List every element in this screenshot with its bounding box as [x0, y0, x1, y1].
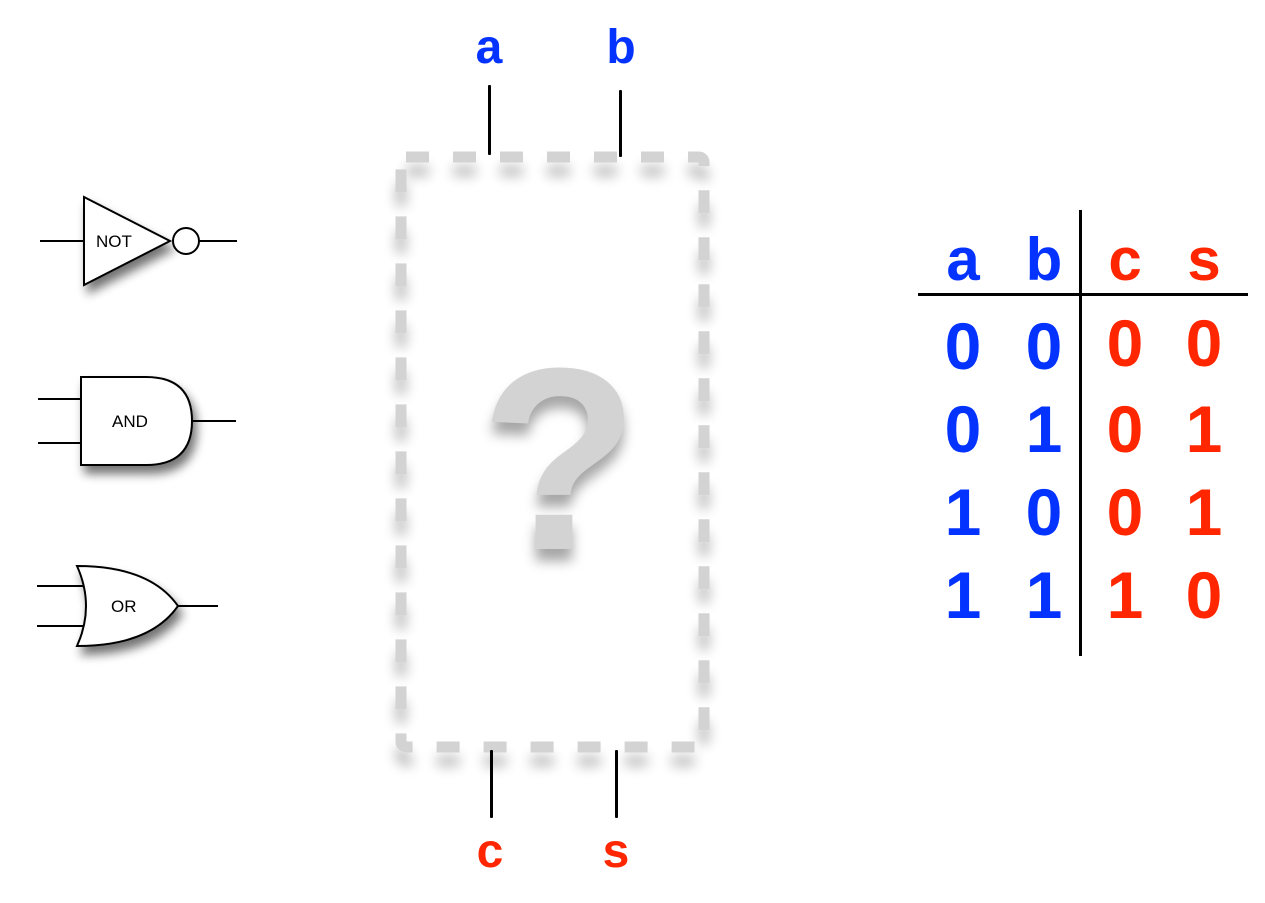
- question-mark: ?: [480, 315, 639, 605]
- output-s-label: s: [602, 825, 630, 878]
- and-gate-label: AND: [112, 412, 148, 431]
- cell-s: 0: [1185, 306, 1223, 380]
- cell-s: 1: [1185, 392, 1223, 466]
- input-a-label: a: [475, 21, 503, 74]
- or-gate-label: OR: [111, 597, 137, 616]
- cell-a: 0: [944, 309, 982, 383]
- cell-b: 0: [1025, 475, 1063, 549]
- input-b-wire: [619, 90, 622, 157]
- cell-c: 0: [1106, 475, 1144, 549]
- cell-s: 1: [1185, 475, 1223, 549]
- cell-s: 0: [1185, 558, 1223, 632]
- output-c-label: c: [476, 825, 504, 878]
- not-gate-label: NOT: [96, 232, 132, 251]
- input-b-label: b: [606, 21, 636, 74]
- cell-a: 1: [944, 558, 982, 632]
- and-gate-icon: AND: [38, 376, 236, 466]
- not-gate-icon: NOT: [40, 195, 237, 287]
- output-c-wire: [490, 750, 493, 818]
- header-a: a: [946, 226, 980, 293]
- cell-b: 1: [1025, 558, 1063, 632]
- header-s: s: [1187, 226, 1221, 293]
- cell-b: 0: [1025, 309, 1063, 383]
- cell-a: 0: [944, 392, 982, 466]
- dashed-box-icon: [395, 151, 710, 753]
- cell-b: 1: [1025, 392, 1063, 466]
- cell-c: 0: [1106, 306, 1144, 380]
- gate-svg: NOT AND OR: [37, 195, 237, 648]
- cell-a: 1: [944, 475, 982, 549]
- truth-table: a b c s 0 0 0 0 0 1 0 1 1 0 0 1 1 1 1 0: [918, 210, 1248, 656]
- output-s-wire: [615, 750, 618, 818]
- header-b: b: [1025, 226, 1063, 293]
- io-divider: [1079, 210, 1082, 656]
- header-divider: [918, 293, 1248, 296]
- cell-c: 1: [1106, 558, 1144, 632]
- header-c: c: [1108, 226, 1142, 293]
- or-gate-icon: OR: [37, 564, 218, 648]
- cell-c: 0: [1106, 392, 1144, 466]
- input-a-wire: [488, 85, 491, 155]
